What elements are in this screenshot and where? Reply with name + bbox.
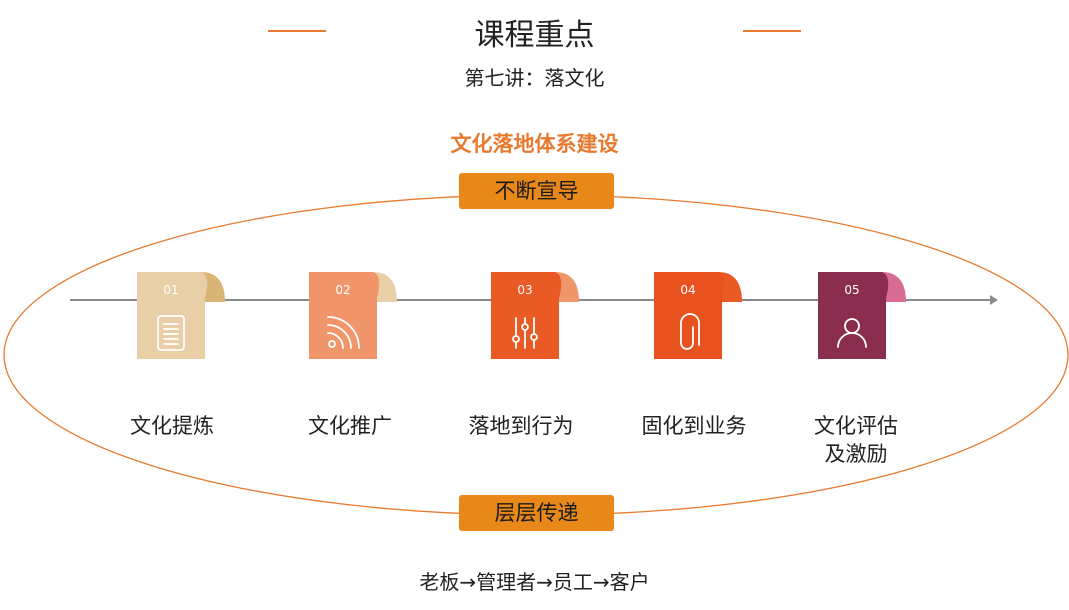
user-icon — [837, 318, 867, 348]
step-card-1: 01 — [137, 272, 225, 359]
step-card-curl-4 — [718, 272, 742, 302]
step-label-1: 文化提炼 — [130, 414, 214, 438]
step-card-4: 04 — [654, 272, 742, 359]
page-subtitle: 第七讲：落文化 — [464, 66, 605, 90]
step-card-curl-3 — [555, 272, 579, 302]
step-number-4: 04 — [680, 283, 695, 297]
step-number-1: 01 — [163, 283, 178, 297]
document-icon — [157, 315, 185, 351]
pill-continuous-promotion: 不断宣导 — [459, 173, 614, 209]
footer-flow: 老板→管理者→员工→客户 — [419, 570, 650, 594]
step-card-3: 03 — [491, 272, 579, 359]
step-label-5: 文化评估 及激励 — [814, 414, 898, 466]
step-label-3: 落地到行为 — [468, 414, 574, 438]
step-card-body-4 — [654, 272, 725, 359]
broadcast-icon — [327, 316, 360, 349]
step-card-body-5 — [818, 272, 889, 359]
step-number-2: 02 — [335, 283, 350, 297]
title-decor-line-left — [268, 30, 326, 32]
step-number-3: 03 — [517, 283, 532, 297]
step-card-curl-5 — [882, 272, 906, 302]
page-title: 课程重点 — [474, 18, 595, 53]
paperclip-icon — [680, 313, 700, 350]
step-number-5: 05 — [844, 283, 859, 297]
title-decor-line-right — [743, 30, 801, 32]
timeline-arrowhead — [990, 295, 998, 305]
step-card-2: 02 — [309, 272, 397, 359]
step-label-4: 固化到业务 — [641, 414, 747, 438]
step-card-curl-1 — [201, 272, 225, 302]
diagram-title: 文化落地体系建设 — [450, 132, 619, 156]
pill-layer-transmission: 层层传递 — [459, 495, 614, 531]
step-card-body-3 — [491, 272, 562, 359]
step-card-curl-2 — [373, 272, 397, 302]
sliders-icon — [512, 317, 538, 349]
step-card-5: 05 — [818, 272, 906, 359]
step-label-2: 文化推广 — [308, 414, 392, 438]
step-card-body-2 — [309, 272, 380, 359]
